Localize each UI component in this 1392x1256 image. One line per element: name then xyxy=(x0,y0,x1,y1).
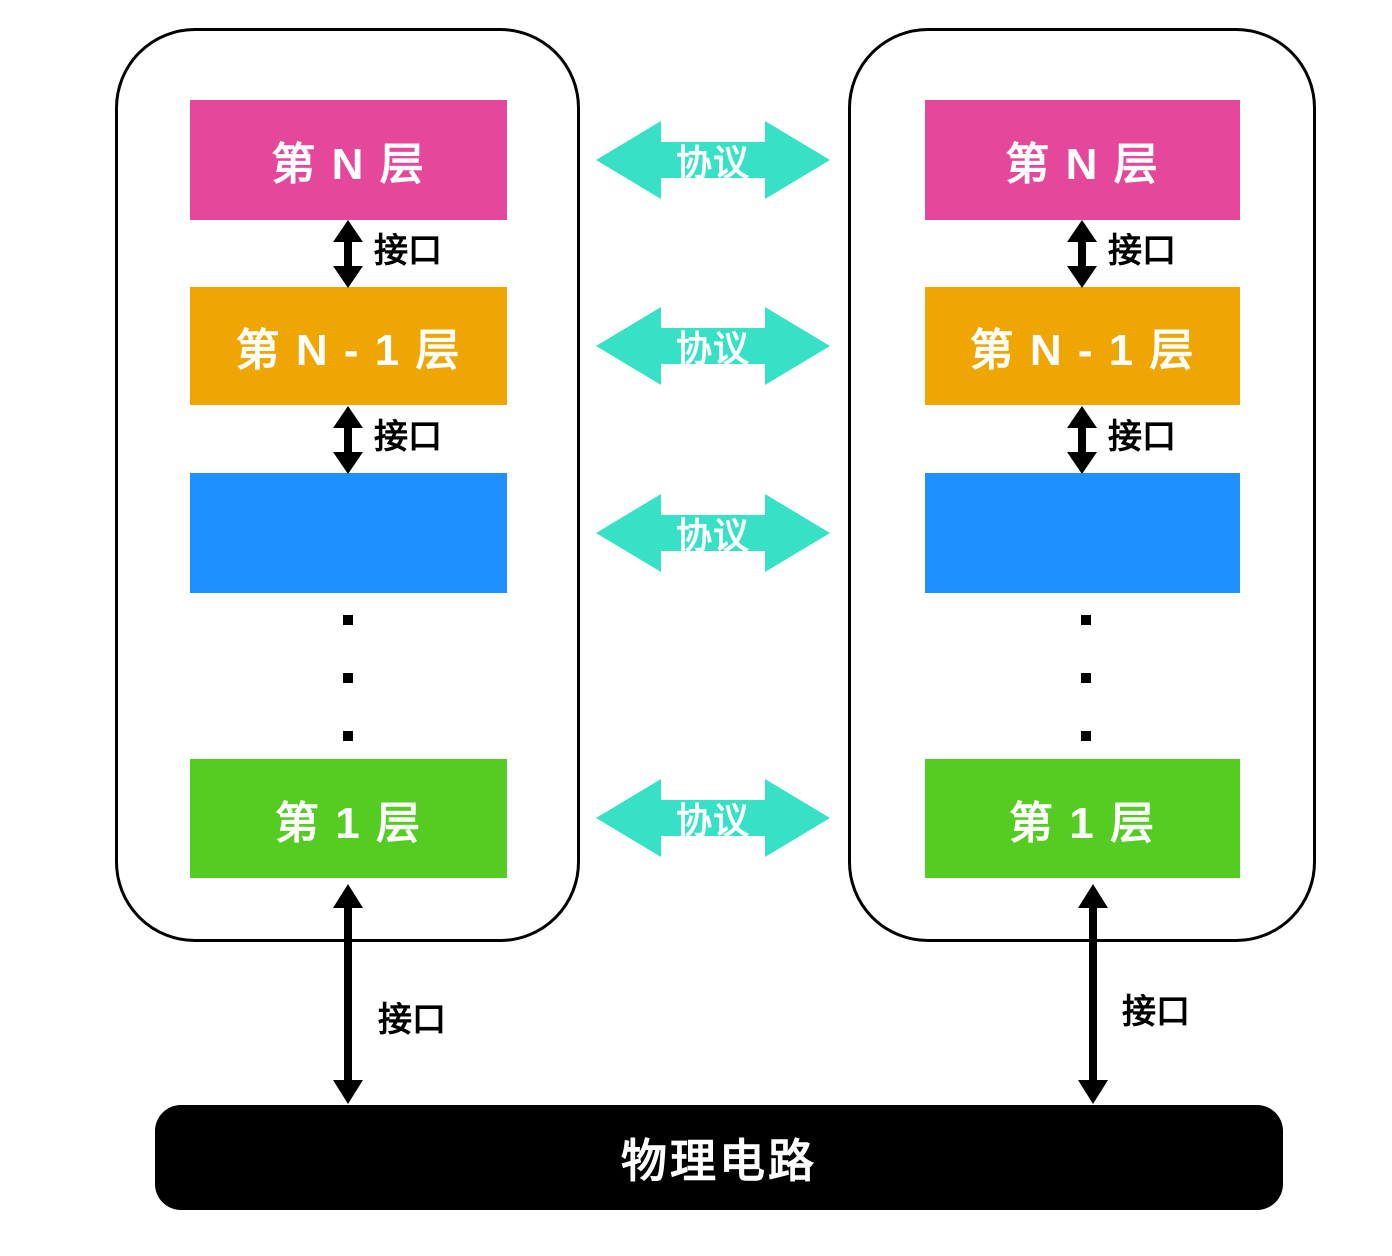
ellipsis-dot xyxy=(1081,731,1091,741)
system-a-layer-n-label: 第 N 层 xyxy=(271,140,426,189)
physical-circuit-box: 物理电路 xyxy=(155,1105,1283,1210)
protocol-arrow-layer-n: 协议 xyxy=(596,121,830,199)
horizontal-double-arrow-icon xyxy=(596,121,830,199)
protocol-arrow-unnamed-layer: 协议 xyxy=(596,494,830,572)
double-arrow-shape xyxy=(1078,884,1108,1104)
system-a-layer-1-label: 第 1 层 xyxy=(275,798,422,848)
system-b-unnamed-layer-box xyxy=(925,473,1240,593)
system-a-layer-n-box: 第 N 层 xyxy=(190,100,507,220)
interface-label: 接口 xyxy=(1108,232,1176,270)
protocol-arrow-layer-1: 协议 xyxy=(596,779,830,857)
physical-circuit-label: 物理电路 xyxy=(621,1134,817,1187)
ellipsis-dot xyxy=(343,673,353,683)
interface-label: 接口 xyxy=(374,418,442,456)
system-b-layer-n-1-box: 第 N - 1 层 xyxy=(925,287,1240,405)
interface-double-arrow-icon xyxy=(333,884,363,1104)
system-a-layer-n-1-box: 第 N - 1 层 xyxy=(190,287,507,405)
horizontal-double-arrow-icon xyxy=(596,307,830,385)
protocol-label: 协议 xyxy=(675,142,750,183)
double-arrow-shape xyxy=(1067,406,1097,474)
protocol-label: 协议 xyxy=(675,800,750,841)
double-arrow-shape xyxy=(596,121,830,199)
interface-double-arrow-icon xyxy=(333,220,363,288)
system-b-layer-1-box: 第 1 层 xyxy=(925,759,1240,878)
interface-label: 接口 xyxy=(378,1001,446,1039)
horizontal-double-arrow-icon xyxy=(596,779,830,857)
double-arrow-shape xyxy=(596,307,830,385)
system-a-unnamed-layer-box xyxy=(190,473,507,593)
system-b-layer-n-1-label: 第 N - 1 层 xyxy=(969,326,1196,375)
double-arrow-shape xyxy=(333,220,363,288)
double-arrow-shape xyxy=(1067,220,1097,288)
interface-double-arrow-icon xyxy=(333,406,363,474)
interface-double-arrow-icon xyxy=(1078,884,1108,1104)
horizontal-double-arrow-icon xyxy=(596,494,830,572)
ellipsis-dot xyxy=(1081,673,1091,683)
system-b-container: 第 N 层 第 N - 1 层 第 1 层 接口 接口 xyxy=(848,28,1316,942)
ellipsis-dot xyxy=(1081,615,1091,625)
interface-label: 接口 xyxy=(374,232,442,270)
protocol-arrow-layer-n-1: 协议 xyxy=(596,307,830,385)
interface-double-arrow-icon xyxy=(1067,406,1097,474)
system-a-layer-1-box: 第 1 层 xyxy=(190,759,507,878)
interface-double-arrow-icon xyxy=(1067,220,1097,288)
ellipsis-dot xyxy=(343,615,353,625)
double-arrow-shape xyxy=(596,779,830,857)
system-b-layer-n-box: 第 N 层 xyxy=(925,100,1240,220)
system-b-layer-n-label: 第 N 层 xyxy=(1005,140,1160,189)
protocol-label: 协议 xyxy=(675,515,750,556)
double-arrow-shape xyxy=(333,884,363,1104)
double-arrow-shape xyxy=(333,406,363,474)
interface-label: 接口 xyxy=(1122,993,1190,1031)
system-a-layer-n-1-label: 第 N - 1 层 xyxy=(235,326,462,375)
protocol-label: 协议 xyxy=(675,328,750,369)
system-b-layer-1-label: 第 1 层 xyxy=(1009,798,1156,848)
interface-label: 接口 xyxy=(1108,418,1176,456)
double-arrow-shape xyxy=(596,494,830,572)
ellipsis-dot xyxy=(343,731,353,741)
system-a-container: 第 N 层 第 N - 1 层 第 1 层 接口 接口 xyxy=(115,28,580,942)
